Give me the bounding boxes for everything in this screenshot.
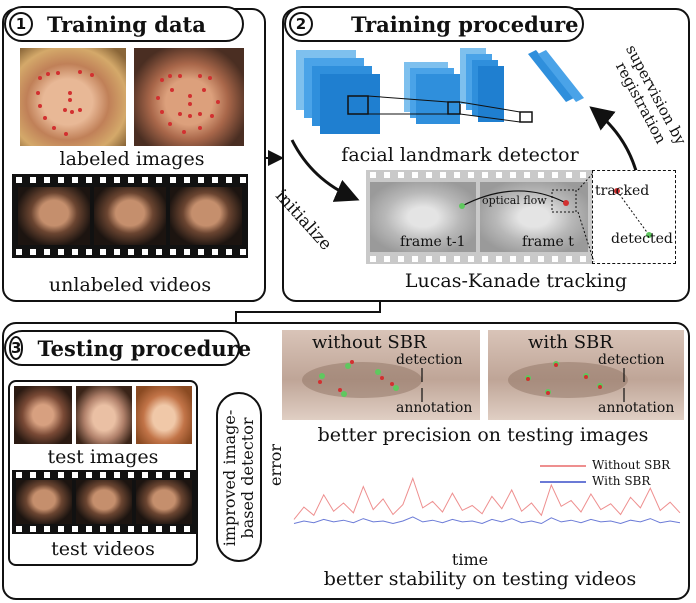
optical-flow-arrow: [459, 189, 577, 213]
chart-ylabel: error: [266, 443, 285, 486]
precision-caption: better precision on testing images: [317, 424, 649, 446]
with-sbr-landmarks: [508, 361, 628, 402]
labeled-images-caption: labeled images: [59, 148, 205, 170]
test-images-caption: test images: [47, 446, 159, 468]
without-sbr-image: without SBR detection annotation: [282, 330, 480, 420]
labeled-image-1: [20, 48, 126, 146]
annotation-label-2: annotation: [598, 400, 675, 416]
unlabeled-videos-caption: unlabeled videos: [48, 274, 212, 296]
tracking-filmstrip: frame t-1 frame t optical flow: [366, 170, 592, 264]
stability-caption: better stability on testing videos: [323, 568, 637, 590]
test-video-frame-3: [136, 480, 192, 524]
test-video-frame-1: [16, 480, 72, 524]
panel-training-data-header: 1 Training data: [4, 6, 244, 42]
conv-block-3: [460, 48, 533, 123]
legend-without-sbr-label: Without SBR: [592, 458, 671, 472]
zoom-connector: [577, 171, 595, 263]
test-image-2: [76, 386, 132, 444]
frame-curr-label: frame t: [522, 234, 574, 250]
optical-flow-label: optical flow: [482, 194, 547, 207]
landmark-dots: [156, 74, 220, 134]
panel-title: Training procedure: [351, 11, 579, 37]
frame-curr: [480, 182, 588, 252]
tracking-zoom-box: tracked detected: [592, 170, 676, 264]
without-sbr-label: without SBR: [312, 332, 427, 353]
video-frame-2: [94, 187, 166, 245]
panel-testing-procedure-header: 3 Testing procedure: [4, 330, 251, 366]
test-image-3: [136, 386, 192, 444]
series-line-without-sbr: [293, 476, 681, 520]
error-over-time-chart: [293, 465, 681, 525]
annotation-label: annotation: [396, 400, 473, 416]
tracked-label: tracked: [595, 183, 650, 199]
without-sbr-landmarks: [302, 360, 423, 402]
initialize-arrow: [290, 139, 360, 202]
panel-title: Training data: [47, 11, 206, 37]
test-video-frame-2: [76, 480, 132, 524]
with-sbr-label: with SBR: [528, 332, 613, 353]
labeled-image-2: [134, 48, 244, 146]
output-layers: [528, 50, 584, 102]
video-frame-3: [170, 187, 242, 245]
detection-label-2: detection: [598, 352, 665, 368]
detection-label: detection: [396, 352, 463, 368]
conv-block-1: [296, 50, 380, 134]
chart-xlabel: time: [451, 550, 489, 569]
test-image-1: [14, 386, 72, 444]
test-video-filmstrip: [12, 470, 196, 534]
frame-prev: [370, 182, 476, 252]
step-number-2: 2: [289, 12, 313, 36]
unlabeled-video-filmstrip: [12, 174, 248, 258]
test-videos-caption: test videos: [51, 538, 155, 560]
frame-prev-label: frame t-1: [400, 234, 466, 250]
with-sbr-image: with SBR detection annotation: [488, 330, 684, 420]
panel-title: Testing procedure: [37, 335, 252, 361]
step-number-1: 1: [9, 12, 33, 36]
tracked-detected-points: [614, 188, 652, 238]
panel-training-procedure-header: 2 Training procedure: [284, 6, 584, 42]
improved-detector-label: improved image-based detector: [220, 409, 257, 547]
tracking-caption: Lucas-Kanade tracking: [404, 270, 628, 292]
connection-lines: [367, 95, 521, 123]
conv-block-2: [404, 62, 461, 124]
detector-caption: facial landmark detector: [341, 144, 579, 166]
detected-label: detected: [611, 231, 673, 247]
legend-with-sbr-label: With SBR: [592, 474, 651, 488]
landmark-dots: [36, 70, 94, 136]
step-number-3: 3: [9, 336, 24, 360]
improved-detector-box: [216, 392, 262, 562]
video-frame-1: [18, 187, 90, 245]
detector-network-diagram: [296, 48, 584, 134]
series-line-with-sbr: [293, 516, 681, 525]
